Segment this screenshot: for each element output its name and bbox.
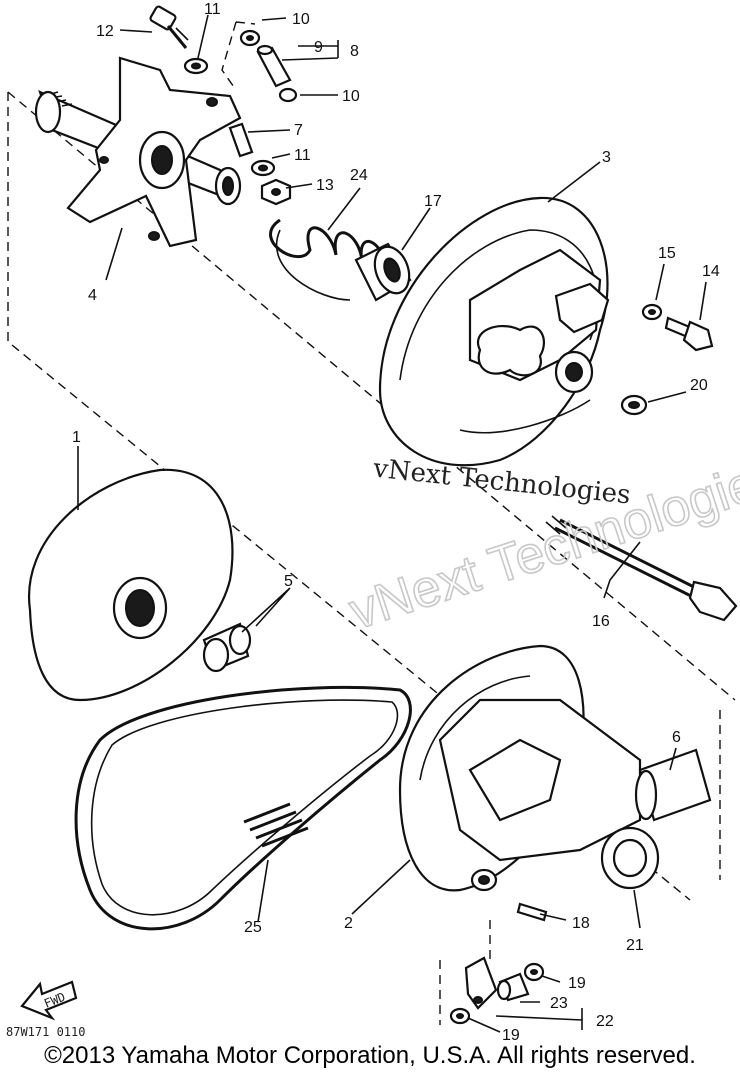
callout-11-top: 11 xyxy=(204,1,221,18)
callout-12: 12 xyxy=(96,23,114,40)
callout-4: 4 xyxy=(88,287,97,304)
callout-24: 24 xyxy=(350,167,368,184)
sliding-sheave-2 xyxy=(398,644,642,892)
washer-19-bottom xyxy=(449,1007,471,1025)
callout-21: 21 xyxy=(626,937,644,954)
callout-15: 15 xyxy=(658,245,676,262)
pin-dash-group xyxy=(221,21,256,91)
callout-11-mid: 11 xyxy=(294,147,311,164)
parts-diagram: vNext Technologies vNext Technologies 1 … xyxy=(6,1,740,1040)
callout-25: 25 xyxy=(244,919,262,936)
pin-axis-lower xyxy=(439,920,491,1025)
callout-10-bottom: 10 xyxy=(342,88,360,105)
assembly-axis-lower xyxy=(11,344,691,901)
nut-13 xyxy=(260,178,292,206)
callout-13: 13 xyxy=(316,177,334,194)
washer-11-mid xyxy=(250,159,276,177)
callout-18: 18 xyxy=(572,915,590,932)
bolt-12 xyxy=(149,5,189,49)
callout-6: 6 xyxy=(672,729,681,746)
drawing-code: 87W171 0110 xyxy=(6,1025,85,1039)
callout-7: 7 xyxy=(294,122,303,139)
washer-19-top xyxy=(523,962,545,982)
belt-25 xyxy=(74,685,412,931)
seal-21 xyxy=(600,826,660,890)
callout-23: 23 xyxy=(550,995,568,1012)
nut-10-bottom xyxy=(278,87,298,103)
callout-10-top: 10 xyxy=(292,11,310,28)
leader-lines xyxy=(77,14,707,1033)
cover-3 xyxy=(378,196,610,467)
callout-22: 22 xyxy=(596,1013,614,1030)
bushing-17 xyxy=(354,242,412,302)
weight-arm-22 xyxy=(464,956,498,1010)
callout-14: 14 xyxy=(702,263,720,280)
callout-3: 3 xyxy=(602,149,611,166)
callout-8: 8 xyxy=(350,43,359,60)
callout-5: 5 xyxy=(284,573,293,590)
callout-17: 17 xyxy=(424,193,442,210)
callout-16: 16 xyxy=(592,613,610,630)
nut-10-top xyxy=(239,29,261,47)
copyright-notice: ©2013 Yamaha Motor Corporation, U.S.A. A… xyxy=(44,1042,696,1069)
pin-18 xyxy=(516,902,548,922)
pin-9 xyxy=(256,44,292,88)
sleeve-6 xyxy=(634,748,712,822)
sheave-disc-1 xyxy=(27,468,234,702)
spider-shaft-4 xyxy=(34,56,242,248)
washer-15 xyxy=(641,303,663,321)
fwd-arrow-icon: FWD xyxy=(20,980,78,1021)
roller-23 xyxy=(496,972,530,1002)
callout-19-top: 19 xyxy=(568,975,586,992)
pin-7 xyxy=(228,122,254,158)
bushing-5 xyxy=(202,622,252,673)
callout-19-bottom: 19 xyxy=(502,1027,520,1040)
bolt-14 xyxy=(664,316,714,352)
callout-9: 9 xyxy=(314,39,323,56)
callout-20: 20 xyxy=(690,377,708,394)
callout-2: 2 xyxy=(344,915,353,932)
washer-11-top xyxy=(183,57,209,75)
callout-1: 1 xyxy=(72,429,81,446)
watermark-text: vNext Technologies xyxy=(371,454,632,511)
washer-20 xyxy=(620,394,648,416)
